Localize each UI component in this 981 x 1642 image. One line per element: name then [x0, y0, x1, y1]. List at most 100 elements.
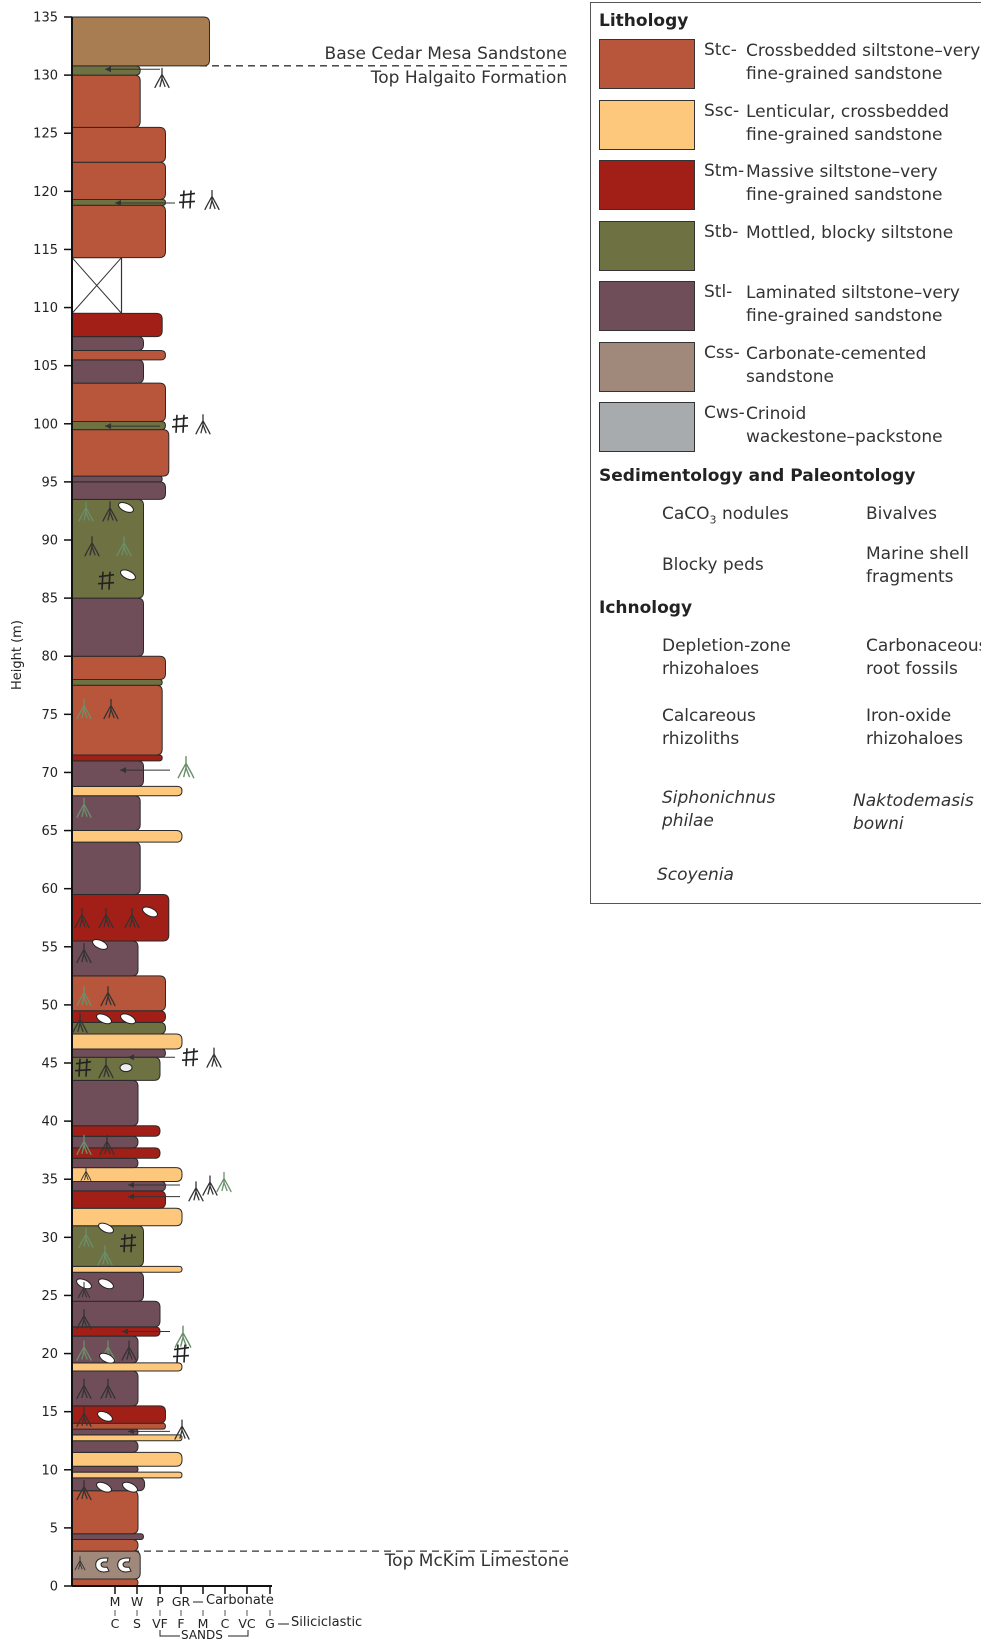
caco3-nodules-label: CaCO3 nodules — [662, 503, 789, 531]
bed-stb — [72, 421, 166, 429]
bed-top — [72, 17, 210, 66]
axis-tick-label: 30 — [41, 1231, 58, 1246]
bed-stm — [72, 1126, 160, 1136]
lithology-description: Massive siltstone–veryfine-grained sands… — [746, 161, 942, 207]
bed-stl — [72, 1182, 166, 1191]
carbonate-grain-label: M — [110, 1594, 121, 1609]
root-trace-icon — [217, 1173, 231, 1192]
carbonate-grain-label: W — [131, 1594, 143, 1609]
marine-shell-label: Marine shellfragments — [866, 543, 969, 589]
swatch-css — [599, 342, 695, 392]
lithology-description: Mottled, blocky siltstone — [746, 222, 953, 245]
carbonate-scale-label: Carbonate — [206, 1593, 274, 1608]
swatch-stc — [599, 39, 695, 89]
bed-stb — [72, 66, 140, 75]
axis-tick-label: 25 — [41, 1289, 58, 1304]
top-mckim-label: Top McKim Limestone — [385, 1551, 569, 1571]
lithology-description: Carbonate-cementedsandstone — [746, 343, 926, 389]
lithology-code: Stl- — [704, 282, 732, 302]
axis-tick-label: 50 — [41, 998, 58, 1013]
siliciclastic-grain-label: VC — [238, 1616, 256, 1631]
swatch-stb — [599, 221, 695, 271]
swatch-stl — [599, 281, 695, 331]
bed-stc — [72, 162, 166, 199]
siliciclastic-scale-label: Siliciclastic — [291, 1615, 362, 1630]
axis-tick-label: 55 — [41, 940, 58, 955]
root-trace-icon — [189, 1182, 203, 1201]
root-trace-icon — [175, 1326, 190, 1347]
lithology-code: Stm- — [704, 161, 744, 181]
root-trace-icon — [205, 190, 219, 209]
bed-stm — [72, 1011, 166, 1023]
bed-stb — [72, 679, 162, 685]
bed-stl — [72, 1158, 138, 1167]
caco3-nodule-icon — [120, 1064, 132, 1072]
top-halgaito-label: Top Halgaito Formation — [371, 68, 567, 88]
bed-stm — [72, 313, 162, 336]
bed-stc — [72, 351, 166, 360]
root-trace-icon — [207, 1048, 221, 1067]
swatch-ssc — [599, 100, 695, 150]
root-trace-icon — [155, 68, 169, 87]
scoyenia-label: Scoyenia — [657, 864, 734, 887]
lithology-code: Cws- — [704, 403, 745, 423]
axis-tick-label: 130 — [33, 69, 58, 84]
bed-stb — [72, 1057, 160, 1080]
bed-stc — [72, 75, 140, 127]
bed-stm — [72, 755, 162, 761]
bed-ssc — [72, 786, 182, 795]
swatch-stm — [599, 160, 695, 210]
bed-stl — [72, 1441, 138, 1453]
swatch-cws — [599, 402, 695, 452]
lithology-code: Stb- — [704, 222, 738, 242]
bed-stl — [72, 360, 144, 383]
lithology-code: Css- — [704, 343, 740, 363]
bed-stl — [72, 1466, 138, 1472]
carbonate-grain-label: GR — [172, 1594, 191, 1609]
bed-stl — [72, 1534, 144, 1540]
height-axis: 0510152025303540455055606570758085909510… — [33, 11, 72, 1595]
axis-tick-label: 65 — [41, 824, 58, 839]
sed-paleo-heading: Sedimentology and Paleontology — [599, 466, 915, 486]
axis-tick-label: 60 — [41, 882, 58, 897]
axis-tick-label: 10 — [41, 1463, 58, 1478]
axis-tick-label: 105 — [33, 359, 58, 374]
axis-tick-label: 35 — [41, 1173, 58, 1188]
bed-stc — [72, 430, 169, 476]
bed-stm — [72, 1191, 166, 1208]
bivalves-label: Bivalves — [866, 503, 937, 526]
lithology-code: Stc- — [704, 40, 737, 60]
axis-tick-label: 0 — [50, 1580, 58, 1595]
bed-stl — [72, 482, 166, 499]
bed-ssc — [72, 1208, 182, 1225]
bed-stl — [72, 1429, 138, 1435]
blocky-peds-icon — [172, 415, 188, 433]
bed-stl — [72, 476, 162, 482]
bed-ssc — [72, 1266, 182, 1272]
bed-stl — [72, 842, 140, 894]
root-trace-icon — [203, 1176, 217, 1195]
bed-stc — [72, 976, 166, 1011]
bed-stl — [72, 761, 144, 787]
axis-tick-label: 20 — [41, 1347, 58, 1362]
axis-tick-label: 70 — [41, 766, 58, 781]
bed-ssc — [72, 1472, 182, 1478]
axis-tick-label: 80 — [41, 650, 58, 665]
axis-tick-label: 135 — [33, 11, 58, 26]
lithology-column — [72, 17, 210, 1586]
blocky-peds-icon — [182, 1048, 198, 1066]
axis-tick-label: 5 — [50, 1521, 58, 1536]
bed-stc — [72, 1579, 138, 1586]
legend-panel: Lithology Stc-Crossbedded siltstone–very… — [590, 2, 981, 904]
depletion-zone-label: Depletion-zonerhizohaloes — [662, 635, 791, 681]
base-cedar-label: Base Cedar Mesa Sandstone — [325, 44, 567, 64]
lithology-code: Ssc- — [704, 101, 739, 121]
bed-ssc — [72, 831, 182, 843]
